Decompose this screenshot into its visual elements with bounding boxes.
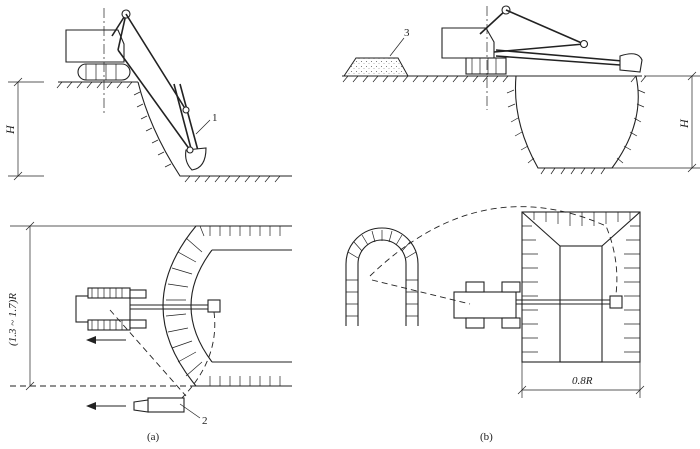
dimension-h-label-left: H xyxy=(3,124,17,135)
callout-2: 2 xyxy=(202,415,208,427)
view-a-plan: 2 xyxy=(75,225,292,427)
caption-a: (a) xyxy=(147,431,160,443)
view-a-side: 1 xyxy=(56,8,292,183)
view-b-side: 3 xyxy=(342,5,647,175)
dimension-width-range: (1.3 ~ 1.7)R xyxy=(7,221,196,391)
caption-b: (b) xyxy=(480,431,493,443)
dimension-width-b: 0.8R xyxy=(517,362,645,398)
dimension-h-right: H xyxy=(612,71,700,173)
dimension-h-label-right: H xyxy=(677,118,691,129)
view-b-plan xyxy=(345,206,641,363)
callout-1: 1 xyxy=(212,112,218,124)
dimension-h-left: H xyxy=(3,77,44,181)
dimension-width-b-label: 0.8R xyxy=(572,375,593,387)
callout-3: 3 xyxy=(404,27,410,39)
dimension-width-range-label: (1.3 ~ 1.7)R xyxy=(7,293,19,346)
